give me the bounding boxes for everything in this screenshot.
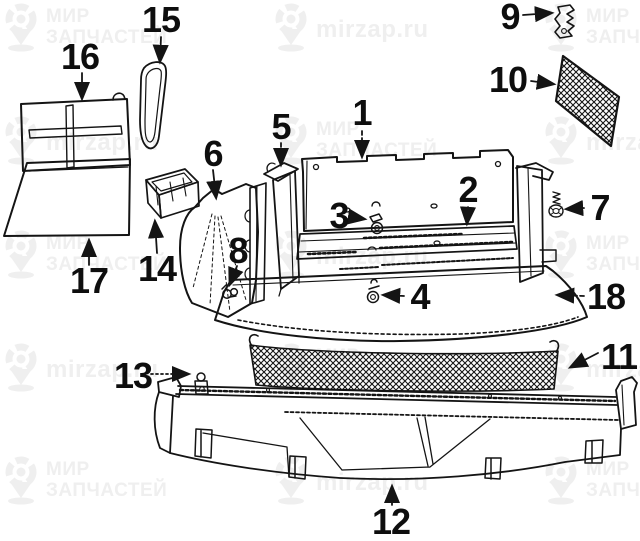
part-7-screw xyxy=(548,191,564,218)
leader-7 xyxy=(563,199,585,217)
part-3-fastener xyxy=(369,213,384,235)
leader-18 xyxy=(554,287,585,304)
part-14-tray xyxy=(145,168,200,219)
part-12-lower-trim-panel xyxy=(153,376,638,481)
part-6-side-trim-panel xyxy=(179,182,267,318)
part-11-cargo-net xyxy=(248,333,560,392)
part-18-floor-mat xyxy=(214,265,588,343)
part-4-fastener xyxy=(366,278,380,304)
part-2-sill-plate xyxy=(296,225,518,270)
part-10-cargo-net xyxy=(554,54,621,148)
part-5-bracket xyxy=(263,162,300,297)
leader-15 xyxy=(152,36,169,65)
leader-8 xyxy=(228,265,244,288)
leader-3 xyxy=(346,208,368,225)
callout-leader-lines xyxy=(73,6,599,506)
leader-10 xyxy=(530,73,557,90)
part-9-clip-bracket xyxy=(554,4,575,39)
part-1-rear-trim-panel xyxy=(301,149,514,232)
part-17-lower-left-panel xyxy=(3,158,131,237)
leader-11 xyxy=(567,352,599,369)
part-15-seal-ring xyxy=(139,61,168,150)
part-13-clip xyxy=(194,372,209,395)
leader-2 xyxy=(459,206,477,227)
leader-14 xyxy=(147,218,165,254)
leader-9 xyxy=(522,6,555,23)
right-side-bracket xyxy=(515,162,557,283)
leader-4 xyxy=(380,287,405,304)
leader-6 xyxy=(206,169,223,201)
